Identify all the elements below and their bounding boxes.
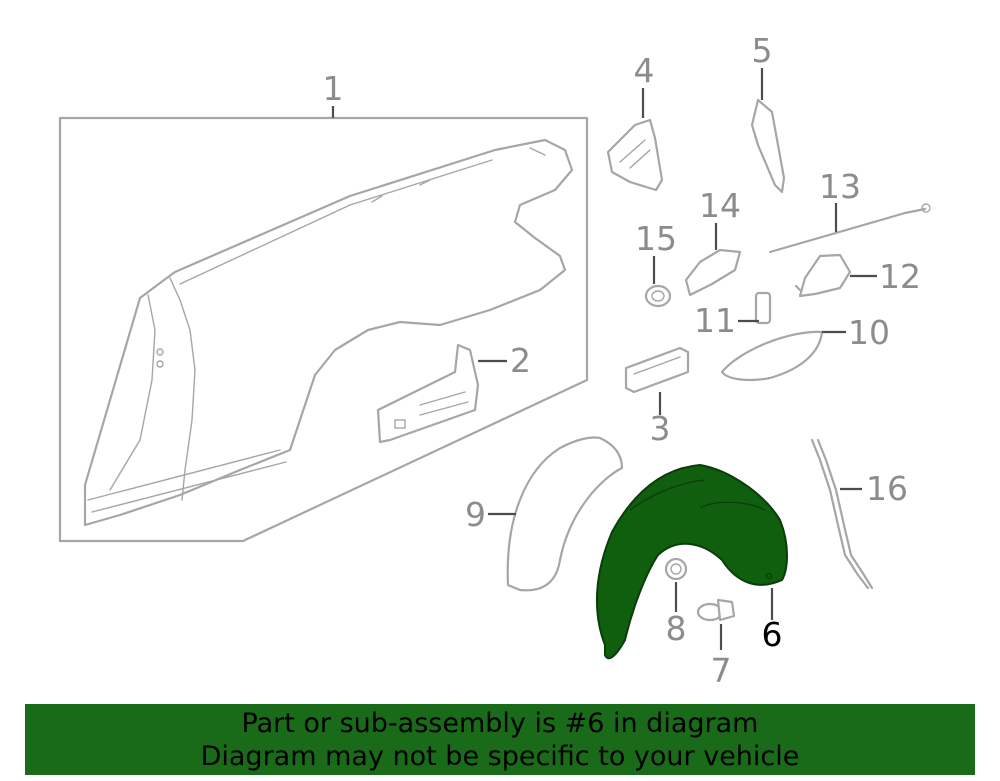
part-9-liner <box>506 436 624 592</box>
part-2-bracket <box>376 343 480 444</box>
part-7-clip <box>696 598 736 622</box>
callout-numbers: 1 2 3 4 5 6 7 8 9 10 11 12 13 14 15 16 <box>323 31 922 690</box>
callout-3: 3 <box>650 409 671 448</box>
callout-15: 15 <box>635 219 677 258</box>
part-12-latch <box>794 253 852 298</box>
callout-16: 16 <box>866 469 908 508</box>
part-14-bracket <box>684 248 742 297</box>
part-1-quarter-panel <box>58 116 589 543</box>
callout-14: 14 <box>699 186 741 225</box>
callout-7: 7 <box>711 651 732 690</box>
part-16-hose <box>810 438 874 590</box>
part-5-strip <box>750 98 786 194</box>
banner-line-2: Diagram may not be specific to your vehi… <box>200 741 800 772</box>
callout-8: 8 <box>666 609 687 648</box>
info-banner: Part or sub-assembly is #6 in diagram Di… <box>25 704 975 775</box>
callout-1: 1 <box>323 69 344 108</box>
callout-5: 5 <box>752 31 773 70</box>
callout-9: 9 <box>465 495 486 534</box>
part-10-pad <box>720 330 824 382</box>
part-8-nut <box>664 557 688 581</box>
callout-11: 11 <box>694 301 736 340</box>
part-3-panel <box>624 346 690 394</box>
callout-12: 12 <box>879 257 921 296</box>
callout-13: 13 <box>819 167 861 206</box>
leader-lines <box>331 68 877 650</box>
part-13-rod <box>768 203 931 254</box>
callout-6: 6 <box>762 615 783 654</box>
banner-line-1: Part or sub-assembly is #6 in diagram <box>241 708 759 739</box>
part-15-grommet <box>644 284 672 308</box>
callout-2: 2 <box>510 341 531 380</box>
parts-diagram: 1 2 3 4 5 6 7 8 9 10 11 12 13 14 15 16 <box>58 31 931 690</box>
callout-4: 4 <box>634 51 655 90</box>
callout-10: 10 <box>848 313 890 352</box>
part-6-wheelhouse-liner <box>596 464 788 660</box>
part-4-bracket <box>606 118 664 192</box>
part-11-fastener <box>754 291 772 325</box>
